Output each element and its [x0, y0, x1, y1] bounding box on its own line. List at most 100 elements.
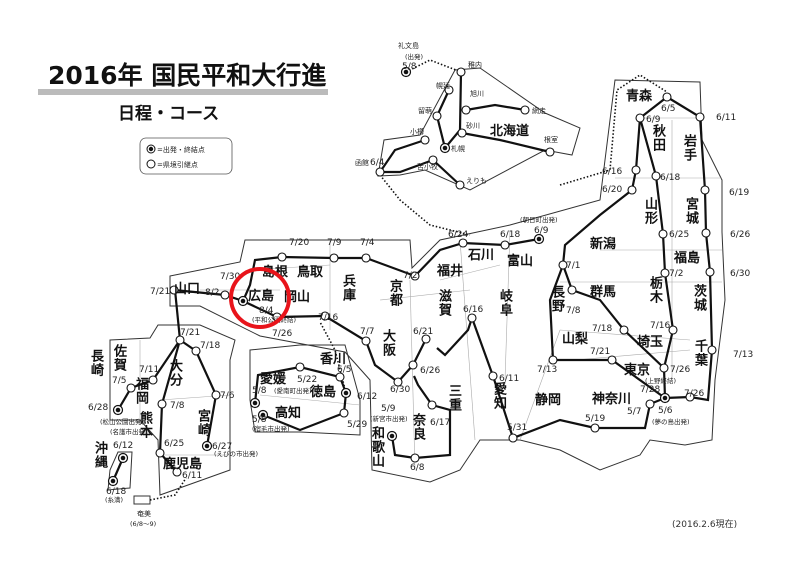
hiroshima-highlight-circle: [229, 267, 291, 329]
relay-point-icon: [155, 448, 165, 458]
relay-point-icon: [635, 113, 645, 123]
prefecture-label-saga: 佐賀: [111, 343, 128, 372]
relay-point-icon: [705, 267, 715, 277]
hokkaido-outline: [377, 67, 581, 191]
relay-point-icon: [619, 325, 629, 335]
prefecture-label-chiba: 千葉: [692, 338, 709, 367]
date-label: 7/2: [403, 271, 417, 281]
relay-point-icon: [700, 185, 710, 195]
relay-point-icon: [126, 383, 136, 393]
date-label: 7/8: [566, 306, 581, 316]
date-label: 7/21: [150, 287, 170, 297]
date-label: 6/25: [669, 230, 689, 240]
place-label-horonobe: 幌延: [436, 81, 450, 90]
date-label: 6/11: [499, 374, 519, 384]
date-label: 7/2: [669, 269, 683, 279]
relay-point-icon: [456, 67, 466, 77]
shikoku-outline: [249, 344, 361, 436]
route-line: [432, 159, 461, 186]
note-nago: (名護市出発): [110, 427, 148, 436]
date-label: 7/21: [180, 328, 200, 338]
prefecture-label-ibaraki: 茨城: [691, 283, 707, 312]
relay-point-icon: [685, 392, 695, 402]
note-yumenoshima: (夢の島出発): [652, 417, 690, 426]
date-label: 6/16: [463, 305, 483, 315]
prefecture-label-mie: 三重: [446, 384, 462, 412]
prefecture-border: [439, 264, 501, 281]
date-label: 7/8: [170, 401, 185, 411]
date-label: 6/27: [212, 442, 232, 452]
prefecture-label-toyama: 富山: [507, 253, 533, 269]
date-label: 7/16: [650, 321, 670, 331]
relay-point-icon: [329, 253, 339, 263]
date-label: 6/11: [716, 113, 736, 123]
date-label: 7/20: [289, 238, 309, 248]
route-markers: [107, 66, 717, 487]
prefecture-label-kyoto: 京都: [387, 278, 404, 307]
prefecture-label-tokyo: 東京: [624, 362, 650, 378]
note-asahi: (朝日町出発): [520, 215, 558, 224]
note-itoman: (糸満): [105, 495, 123, 504]
relay-point-icon: [410, 453, 420, 463]
date-label: 5/8: [252, 415, 267, 425]
date-label: 6/9: [646, 115, 661, 125]
date-label: 7/21: [590, 347, 610, 357]
date-label: 6/5: [337, 365, 351, 375]
prefecture-label-kumamoto: 熊本: [137, 410, 153, 439]
relay-point-icon: [421, 334, 431, 344]
date-label: 7/6: [220, 391, 235, 401]
relay-point-icon: [220, 290, 230, 300]
route-line: [548, 117, 666, 399]
place-label-otaru: 小樽: [410, 127, 424, 136]
relay-point-icon: [461, 105, 471, 115]
date-label: 6/11: [182, 471, 202, 481]
date-label: 7/26: [684, 389, 704, 399]
relay-point-icon: [295, 362, 305, 372]
note-ebino: (えびの市出発): [214, 449, 258, 458]
date-label: 8/4: [259, 306, 274, 316]
date-label: 7/18: [200, 341, 220, 351]
relay-point-icon: [428, 155, 438, 165]
prefecture-label-tochigi: 栃木: [647, 275, 664, 304]
relay-point-icon: [444, 85, 454, 95]
note-heiwa: (平和公園終結): [252, 315, 296, 324]
place-label-tomakomai: 苫小牧: [417, 162, 438, 171]
prefecture-label-oita: 大分: [167, 358, 183, 387]
date-label: 7/30: [220, 272, 240, 282]
prefecture-label-gunma: 群馬: [590, 284, 616, 300]
honshu-outline: [169, 79, 726, 483]
place-label-sapporo: 札幌: [451, 144, 465, 153]
relay-point-icon: [467, 313, 477, 323]
date-label: 7/7: [360, 327, 374, 337]
place-label-erimo: えりも: [466, 177, 487, 185]
date-label: 5/9: [381, 404, 396, 414]
prefecture-label-shiga: 滋賀: [436, 288, 453, 317]
relay-point-icon: [707, 345, 717, 355]
relay-point-icon: [455, 180, 465, 190]
prefecture-label-hyogo: 兵庫: [340, 273, 356, 302]
kyushu-outline: [109, 324, 236, 496]
prefecture-label-nara: 奈良: [410, 412, 427, 441]
prefecture-label-kochi: 高知: [275, 405, 301, 421]
legend-start-end: =出発・終結点: [157, 145, 205, 154]
date-label: 6/26: [730, 230, 750, 240]
date-label: 6/21: [413, 327, 433, 337]
date-label: 5/7: [627, 407, 641, 417]
prefecture-label-nagasaki: 長崎: [88, 349, 104, 377]
date-label: 5/31: [507, 423, 527, 433]
relay-point-icon: [659, 363, 669, 373]
note-sukumo: (宿毛市出発): [252, 424, 290, 433]
note-ueno: (上野終結): [645, 376, 676, 385]
date-label: 8/2: [205, 288, 219, 298]
place-label-hakodate: 函館: [355, 158, 369, 167]
ferry-route-line: [379, 174, 471, 236]
relay-point-icon: [277, 252, 287, 262]
route-line: [639, 96, 668, 119]
prefecture-label-hiroshima: 広島: [248, 288, 274, 304]
date-label: 6/4: [370, 158, 385, 168]
date-label: 7/11: [139, 365, 159, 375]
as-of-date: (2016.2.6現在): [672, 518, 737, 530]
route-line: [158, 339, 182, 473]
date-label: 5/8: [402, 62, 417, 72]
prefecture-label-fukushima: 福島: [673, 250, 700, 266]
